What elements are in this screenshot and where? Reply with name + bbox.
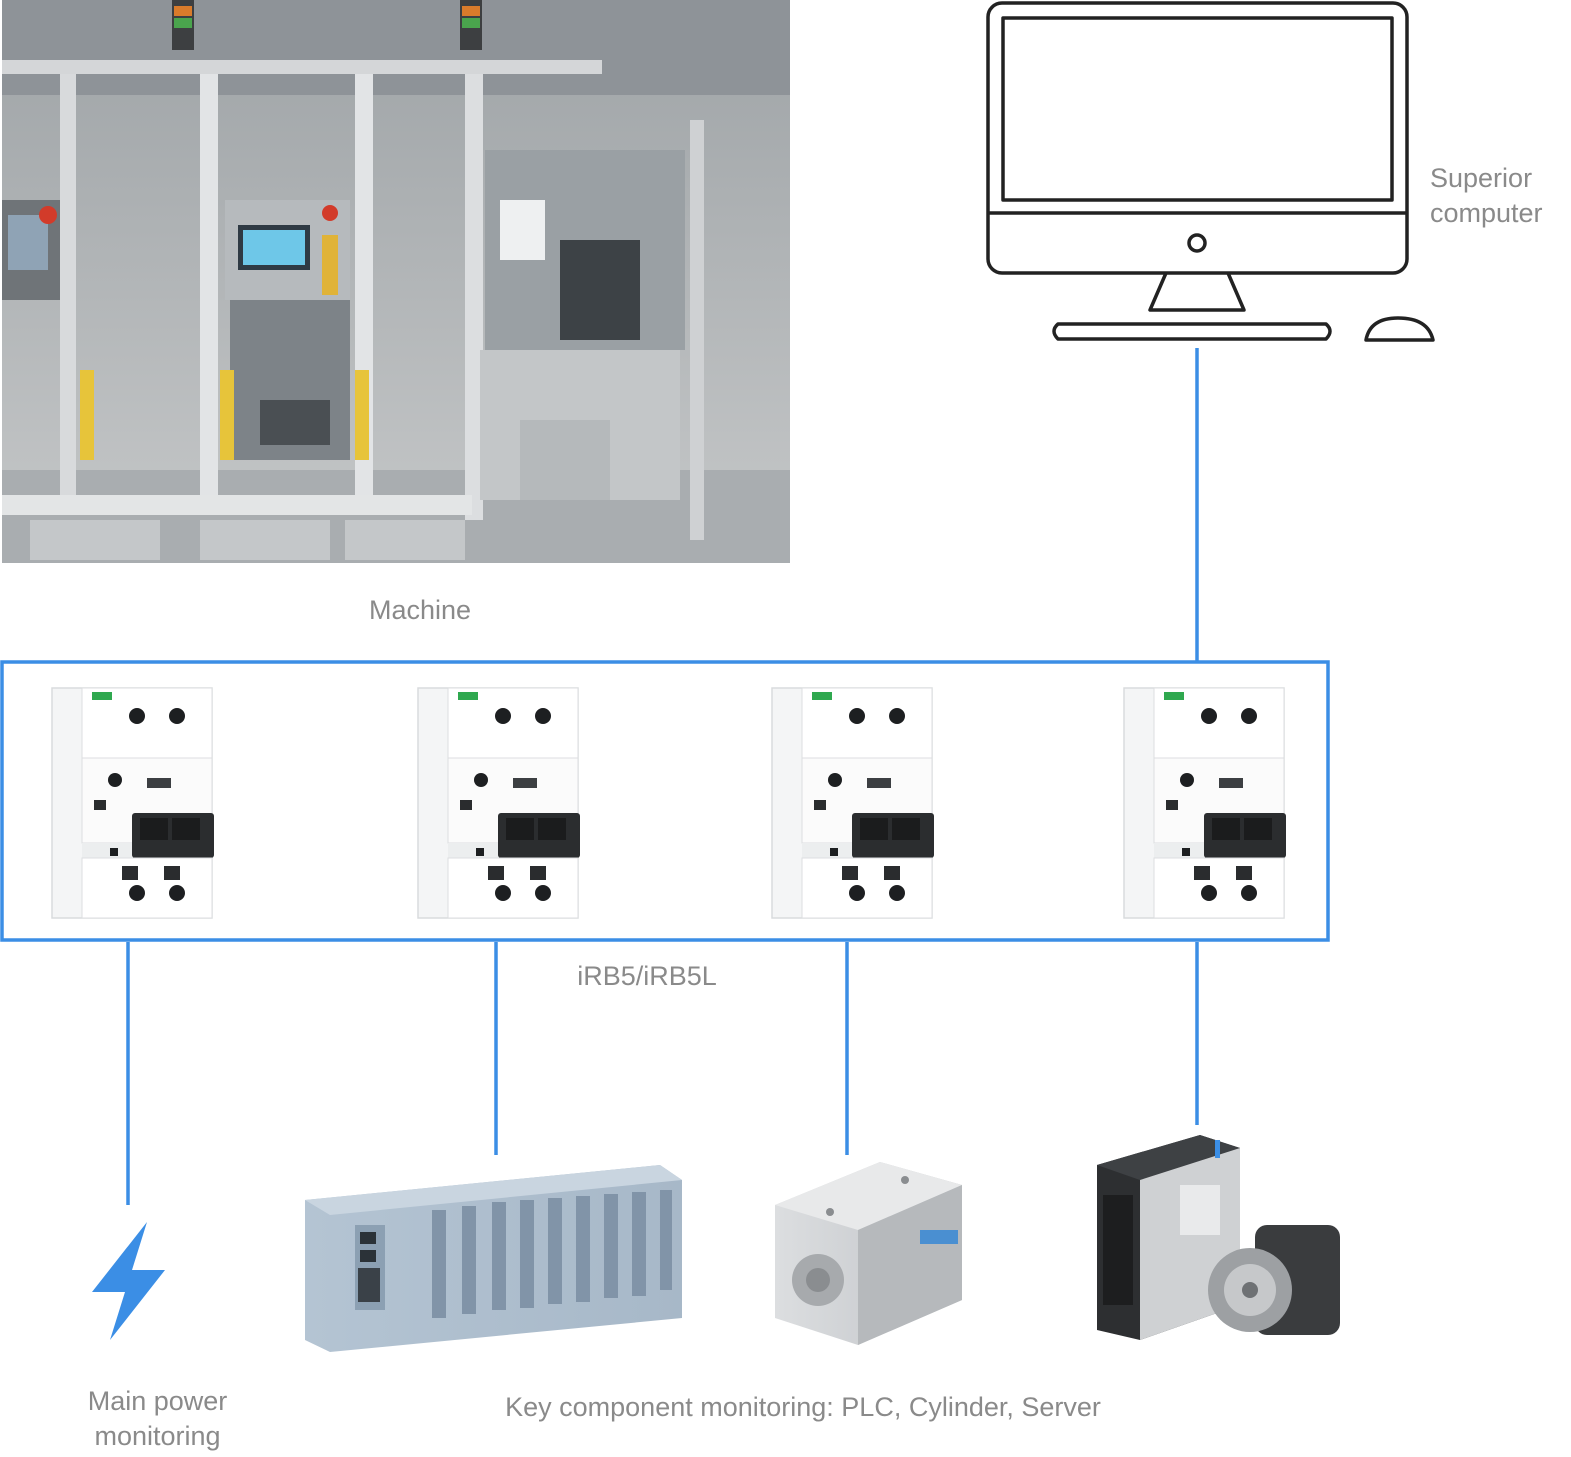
monitor-frame (986, 1, 1409, 275)
monitor-stand (1148, 272, 1246, 312)
plc-image (305, 1165, 682, 1352)
main-power-label: Main power monitoring (87, 1386, 228, 1451)
key-component-label: Key component monitoring: PLC, Cylinder,… (505, 1392, 1101, 1422)
breaker-module-1 (51, 687, 215, 919)
breaker-module-4 (1123, 687, 1287, 919)
connector-lines (126, 348, 1199, 1205)
monitor-screen (1001, 16, 1394, 202)
breaker-module-3 (771, 687, 935, 919)
breaker-group-frame (0, 660, 1330, 942)
breaker-label: iRB5/iRB5L (577, 961, 717, 991)
lightning-bolt-icon (92, 1222, 165, 1340)
desktop-computer-icon (986, 1, 1435, 342)
servo-image (1097, 1135, 1340, 1340)
mouse-icon (1364, 316, 1435, 342)
keyboard-icon (1052, 322, 1332, 341)
monitor-power-button (1187, 233, 1207, 253)
superior-computer-label: Superior computer (1430, 163, 1543, 228)
machine-label: Machine (369, 595, 471, 625)
machine-photo (2, 0, 790, 563)
cylinder-image (775, 1162, 962, 1345)
breaker-module-2 (417, 687, 581, 919)
